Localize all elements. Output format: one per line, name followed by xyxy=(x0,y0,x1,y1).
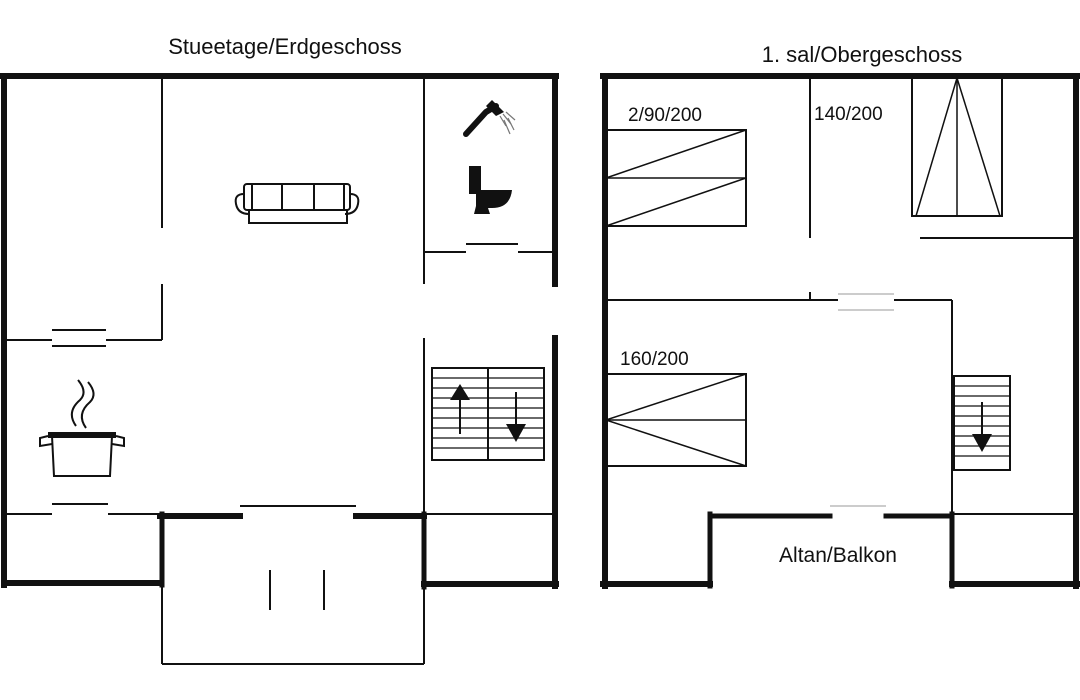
bed-size-label: 2/90/200 xyxy=(628,105,702,126)
ground-floor-plan: Stueetage/Erdgeschoss xyxy=(0,34,559,665)
bed-size-label: 140/200 xyxy=(814,104,883,125)
ground-floor-title: Stueetage/Erdgeschoss xyxy=(168,34,402,59)
ground-floor-outer-walls xyxy=(0,73,559,590)
bed-icon xyxy=(605,129,747,227)
ground-floor-terrace xyxy=(161,570,425,665)
balcony-label: Altan/Balkon xyxy=(779,544,897,567)
ground-floor-door-marks xyxy=(52,243,518,507)
upper-floor-plan: 1. sal/Obergeschoss xyxy=(600,42,1080,589)
bed-size-label: 160/200 xyxy=(620,349,689,370)
ground-floor-interior-walls xyxy=(4,76,555,516)
sofa-icon xyxy=(234,183,360,224)
stairs-icon xyxy=(431,367,545,461)
bed-icon xyxy=(911,77,1003,217)
upper-floor-outer-walls xyxy=(600,73,1080,589)
bed-icon xyxy=(605,373,747,467)
upper-floor-interior-walls xyxy=(605,76,1076,516)
shower-icon xyxy=(463,100,516,137)
toilet-icon xyxy=(469,166,512,214)
upper-floor-door-marks xyxy=(830,293,894,507)
upper-floor-title: 1. sal/Obergeschoss xyxy=(762,42,963,67)
stairs-icon xyxy=(953,375,1011,471)
cooking-pot-icon xyxy=(39,379,125,477)
